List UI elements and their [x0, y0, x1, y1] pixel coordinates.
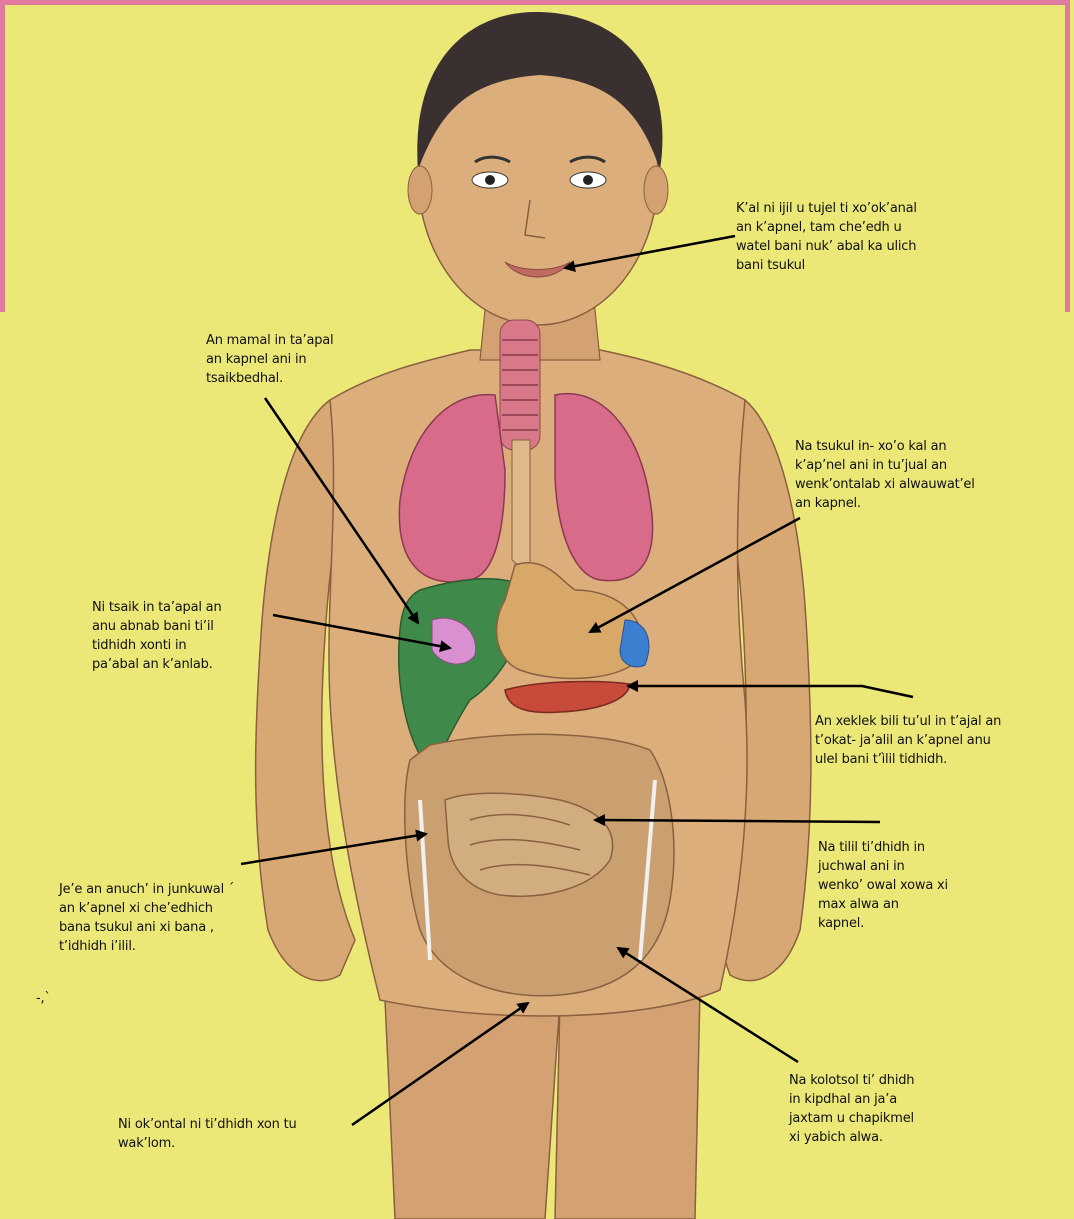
label-small-intestine: Na tilil ti’dhidh in juchwal ani in wenk…	[818, 838, 948, 933]
label-mouth: K’al ni ijil u tujel ti xo’ok’anal an k’…	[736, 199, 917, 275]
label-rectum: Ni ok’ontal ni ti’dhidh xon tu wak’lom.	[118, 1115, 297, 1153]
trachea	[500, 320, 540, 450]
label-liver: Ni tsaik in ta’apal an anu abnab bani ti…	[92, 598, 222, 674]
label-large-intestine: Je’e an anuch’ in junkuwal ´ an k’apnel …	[59, 880, 234, 956]
label-colon: Na kolotsol ti’ dhidh in kipdhal an ja’a…	[789, 1071, 914, 1147]
label-esophagus: An mamal in ta’apal an kapnel ani in tsa…	[206, 331, 333, 388]
label-pancreas: An xeklek bili tu’ul in t’ajal an t’okat…	[815, 712, 1001, 769]
head	[408, 12, 668, 325]
label-stomach: Na tsukul in- xo’o kal an k’ap’nel ani i…	[795, 437, 975, 513]
legs	[385, 990, 700, 1219]
esophagus	[512, 440, 530, 575]
stray-mark: -,`	[36, 989, 51, 1008]
